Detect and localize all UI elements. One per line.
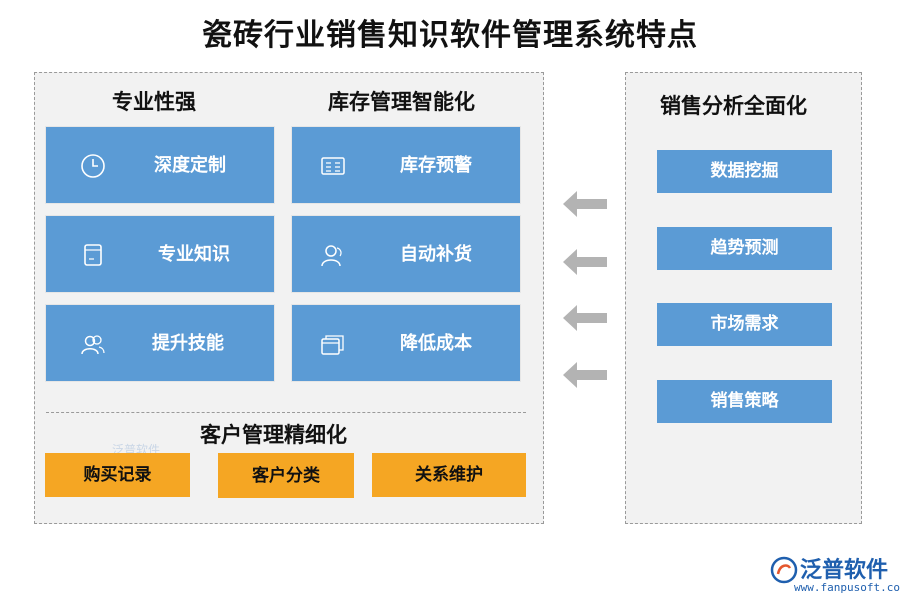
card-label: 提升技能	[152, 333, 224, 354]
card-label: 深度定制	[154, 155, 226, 176]
page-title: 瓷砖行业销售知识软件管理系统特点	[202, 18, 698, 53]
card-professional-knowledge: 专业知识	[45, 215, 275, 293]
document-icon	[84, 244, 102, 266]
arrow-left-icon	[563, 191, 607, 217]
clock-icon	[81, 154, 105, 178]
market-demand-item: 市场需求	[657, 303, 832, 346]
arrow-left-icon	[563, 305, 607, 331]
card-label: 降低成本	[400, 333, 472, 354]
card-label: 库存预警	[400, 155, 472, 176]
brand-name: 泛普软件	[800, 558, 889, 583]
data-mining-item: 数据挖掘	[657, 150, 832, 193]
card-reduce-cost: 降低成本	[291, 304, 521, 382]
section-title-customer: 客户管理精细化	[200, 423, 347, 447]
section-title-inventory: 库存管理智能化	[328, 90, 475, 114]
brand-logo-icon	[770, 556, 798, 584]
user-icon	[321, 245, 342, 267]
brand-logo: 泛普软件 www.fanpusoft.com	[770, 552, 900, 596]
purchase-records-item: 购买记录	[45, 453, 190, 497]
relationship-maintenance-item: 关系维护	[372, 453, 526, 497]
card-auto-replenish: 自动补货	[291, 215, 521, 293]
card-stock-warning: 库存预警	[291, 126, 521, 204]
ledger-icon	[321, 157, 345, 175]
users-icon	[81, 335, 105, 355]
card-improve-skills: 提升技能	[45, 304, 275, 382]
card-deep-customization: 深度定制	[45, 126, 275, 204]
arrow-left-icon	[563, 249, 607, 275]
right-panel	[625, 72, 862, 524]
brand-url: www.fanpusoft.com	[794, 581, 900, 594]
card-label: 专业知识	[158, 244, 230, 265]
customer-category-item: 客户分类	[218, 453, 354, 498]
arrow-left-icon	[563, 362, 607, 388]
trend-forecast-item: 趋势预测	[657, 227, 832, 270]
section-title-professional: 专业性强	[112, 90, 196, 114]
cards-icon	[321, 335, 344, 355]
card-label: 自动补货	[400, 244, 472, 265]
sales-strategy-item: 销售策略	[657, 380, 832, 423]
section-divider	[46, 412, 526, 413]
section-title-sales-analysis: 销售分析全面化	[660, 94, 807, 118]
